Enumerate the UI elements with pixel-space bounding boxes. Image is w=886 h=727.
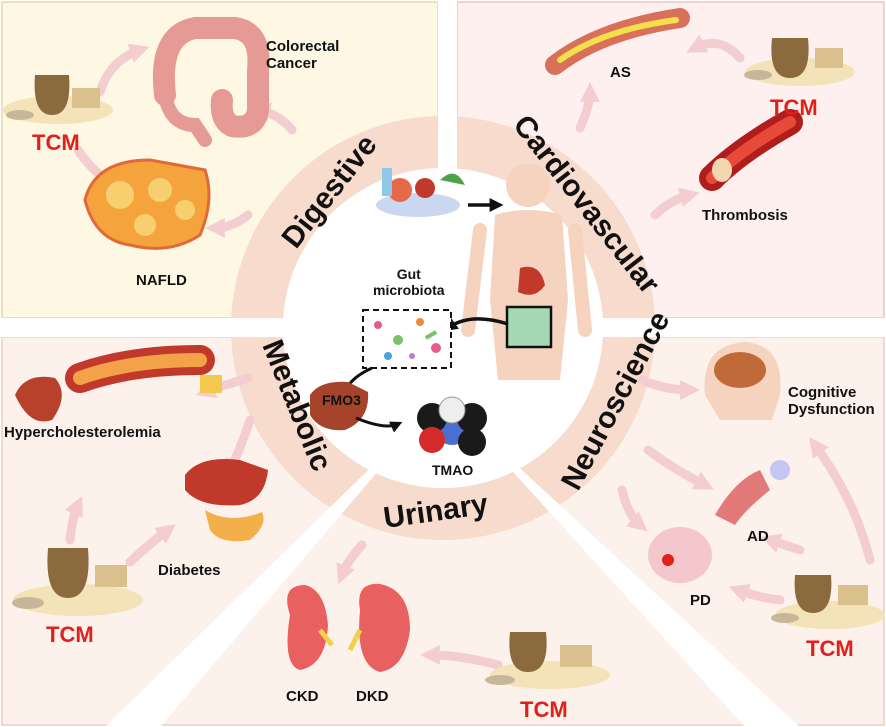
label-ad: AD [747,528,769,545]
arrow-tcm-to-kidney [420,645,503,670]
label-gut-microbiota: Gut microbiota [373,266,445,299]
arrow-neuro-to-ad [643,445,714,490]
kidney-illustration [287,583,410,672]
thrombosis-illustration [699,109,803,191]
label-tmao: TMAO [432,462,474,478]
pink-arrows [64,34,875,670]
tcm-illustration-digestive [3,75,113,124]
tcm-illustration-cardio [744,38,855,86]
arrow-tcm-to-cognitive [809,436,875,565]
label-colorectal-cancer: Colorectal Cancer [266,38,340,73]
label-nafld: NAFLD [136,272,187,289]
arrow-tcm-to-pd [728,584,785,605]
label-diabetes: Diabetes [158,562,221,579]
arrow-tcm-to-hyperchol [64,496,83,545]
food-plate-illustration [376,168,465,217]
pd-brain-illustration [648,527,712,583]
label-ckd: CKD [286,688,319,705]
arrow-gut-to-microbiota [443,317,509,332]
tcm-label-cardiovascular: TCM [770,95,818,120]
tcm-label-urinary: TCM [520,697,568,722]
diabetes-illustration [185,459,268,542]
arrow-tcm-to-ad [760,533,805,555]
cognitive-head-illustration [704,342,781,420]
label-pd: PD [690,592,711,609]
arrow-tcm-to-colorectal [95,43,150,97]
ad-neuron-illustration [715,460,790,525]
label-hypercholesterolemia: Hypercholesterolemia [4,424,161,441]
tcm-label-metabolic: TCM [46,622,94,647]
tcm-illustration-urinary [485,632,610,689]
arrow-cardio-to-thrombosis [650,187,700,220]
tcm-illustration-neuro [771,575,885,629]
label-as: AS [610,64,631,81]
hypercholesterolemia-illustration [15,345,222,422]
arrow-tcm-to-as [686,34,745,63]
microbiota-box [362,309,452,369]
tcm-label-neuroscience: TCM [806,636,854,661]
arrow-neuro-to-cognitive [637,375,700,400]
arrow-digestive-to-nafld [205,210,253,238]
human-body-illustration [461,163,592,380]
arrow-neuro-to-pd [617,485,648,532]
as-artery-illustration [545,8,690,75]
fmo3-liver-illustration [310,381,369,431]
label-fmo3: FMO3 [322,392,361,408]
arrow-tcm-to-diabetes [125,524,176,567]
arrow-urinary-to-kidney [336,540,367,585]
tcm-illustration-metabolic [12,548,143,616]
nafld-liver-illustration [83,158,211,250]
arrow-cardio-to-as [575,82,600,133]
label-thrombosis: Thrombosis [702,207,788,224]
label-dkd: DKD [356,688,389,705]
tmao-molecule-illustration [417,396,487,456]
label-cognitive-dysfunction: Cognitive Dysfunction [788,384,875,419]
separator-vertical [438,0,457,320]
colon-illustration [152,17,270,147]
tcm-label-digestive: TCM [32,130,80,155]
arrow-fmo3-to-tmao [355,416,403,433]
